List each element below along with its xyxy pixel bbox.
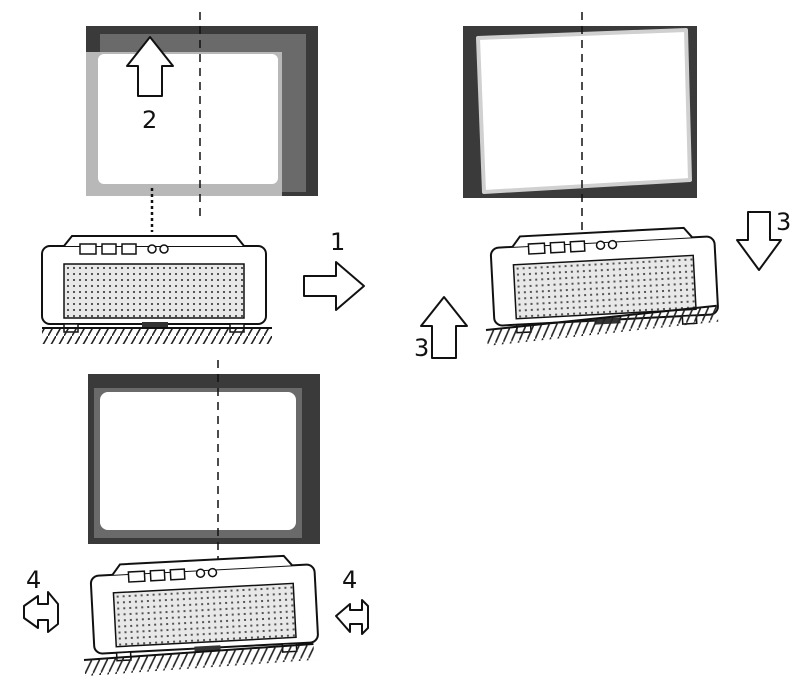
right-arrow-icon bbox=[303, 261, 365, 311]
rotate-left-icon bbox=[23, 591, 59, 633]
down-arrow-icon bbox=[736, 211, 782, 271]
step-1-label: 1 bbox=[330, 228, 345, 256]
floor bbox=[486, 305, 719, 346]
step-4-right-label: 4 bbox=[342, 566, 357, 594]
panel-height-adjust: 3 3 bbox=[414, 12, 791, 362]
projection-screen-tilted bbox=[463, 26, 697, 198]
panel-shift-up: 2 bbox=[41, 12, 318, 344]
rotate-right-icon bbox=[335, 599, 369, 635]
floor bbox=[83, 643, 315, 676]
projector bbox=[41, 235, 267, 333]
step-1-arrow: 1 bbox=[303, 228, 365, 311]
floor bbox=[42, 328, 272, 344]
panel-rotate-feet: 4 4 bbox=[23, 360, 369, 676]
step-2-label: 2 bbox=[142, 106, 157, 134]
step-3-right-label: 3 bbox=[776, 208, 791, 236]
step-3-left-label: 3 bbox=[414, 334, 429, 362]
step-4-left-label: 4 bbox=[26, 566, 41, 594]
projection-screen bbox=[86, 26, 318, 196]
up-arrow-icon bbox=[126, 36, 174, 97]
projection-screen bbox=[88, 374, 320, 544]
up-arrow-icon bbox=[420, 296, 468, 359]
